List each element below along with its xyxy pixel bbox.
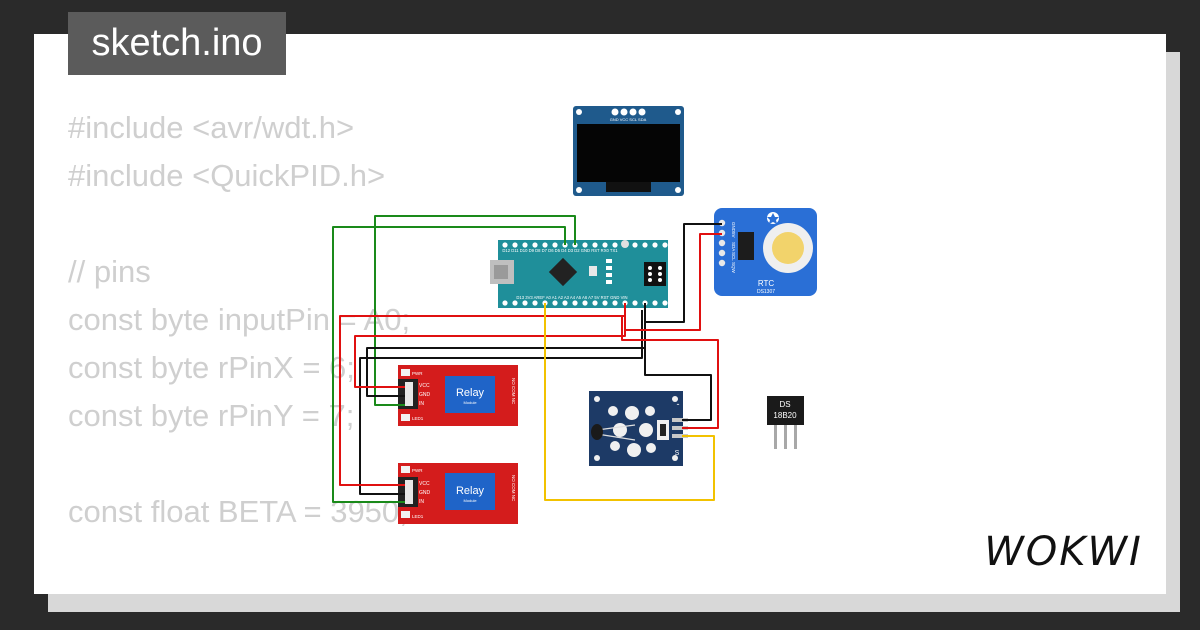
star-icon bbox=[767, 213, 779, 224]
relay2-pin-vcc: VCC bbox=[419, 481, 430, 487]
relay-module-1[interactable]: PWR LED1 VCC GND IN Relay Module NO COM … bbox=[398, 365, 518, 426]
wire-red-2 bbox=[354, 316, 626, 388]
wire-yellow bbox=[544, 303, 715, 501]
relay2-label: Relay bbox=[456, 485, 485, 497]
relay1-pin-in: IN bbox=[419, 401, 424, 407]
ds18b20-label-2: 18B20 bbox=[773, 411, 797, 420]
code-line: const byte rPinX = 6; bbox=[68, 350, 355, 385]
wires bbox=[332, 215, 722, 503]
relay1-sub-label: Module bbox=[463, 400, 477, 405]
rtc-chip bbox=[738, 232, 754, 260]
ntc-s-label: S bbox=[675, 450, 680, 457]
rtc-pin-gnd: GND bbox=[731, 222, 736, 233]
wire-green-2 bbox=[374, 215, 576, 406]
brand-name: WOKWI bbox=[984, 529, 1143, 575]
ntc-minus-label: - bbox=[677, 399, 680, 409]
code-line: #include <QuickPID.h> bbox=[68, 158, 386, 193]
relay1-terminals: NO COM NC bbox=[511, 378, 516, 405]
code-line: const byte inputPin = A0; bbox=[68, 302, 411, 337]
wire-black-4 bbox=[644, 348, 712, 421]
relay2-sub-label: Module bbox=[463, 498, 477, 503]
rtc-pin-sda: SDA bbox=[731, 242, 736, 251]
code-line: #include <avr/wdt.h> bbox=[68, 110, 355, 145]
wire-black-2 bbox=[366, 310, 646, 397]
mcu-chip bbox=[548, 257, 578, 287]
relay1-coil-box bbox=[445, 376, 495, 413]
code-preview: #include <avr/wdt.h> #include <QuickPID.h… bbox=[68, 104, 410, 594]
relay2-coil-box bbox=[445, 473, 495, 510]
rtc-pin-scl: SCL bbox=[731, 252, 736, 261]
rtc-module[interactable]: GND 5V SDA SCL SQW RTC DS1307 bbox=[714, 208, 817, 296]
relay2-pin-in: IN bbox=[419, 499, 424, 505]
rtc-label: RTC bbox=[758, 279, 775, 288]
nano-top-pin-labels: D12 D11 D10 D9 D8 D7 D6 D5 D4 D3 D2 GND … bbox=[502, 248, 618, 253]
wokwi-logo: WOKWI bbox=[976, 525, 1151, 579]
oled-pin-labels: GND VCC SCL SDA bbox=[610, 117, 647, 122]
relay1-pwr-label: PWR bbox=[412, 371, 423, 376]
relay-module-2[interactable]: PWR LED1 VCC GND IN Relay Module NO COM … bbox=[398, 463, 518, 524]
relay2-led-label: LED1 bbox=[412, 514, 424, 519]
nano-bottom-pin-labels: D13 3V3 AREF A0 A1 A2 A3 A4 A5 A6 A7 5V … bbox=[516, 295, 627, 300]
code-line: const float BETA = 3950; bbox=[68, 494, 408, 529]
rtc-pin-5v: 5V bbox=[731, 232, 736, 238]
arduino-nano[interactable]: D12 D11 D10 D9 D8 D7 D6 D5 D4 D3 D2 GND … bbox=[490, 240, 668, 308]
relay1-led-label: LED1 bbox=[412, 416, 424, 421]
wire-red-3 bbox=[621, 316, 719, 429]
relay2-pwr-label: PWR bbox=[412, 468, 423, 473]
rtc-chip-label: DS1307 bbox=[757, 289, 775, 295]
rtc-pin-sqw: SQW bbox=[731, 262, 736, 274]
ds18b20-label-1: DS bbox=[779, 400, 790, 409]
relay1-label: Relay bbox=[456, 387, 485, 399]
sketch-title-badge: sketch.ino bbox=[68, 12, 286, 75]
oled-screen bbox=[577, 124, 680, 182]
relay2-pin-gnd: GND bbox=[419, 490, 431, 496]
code-line: const byte rPinY = 7; bbox=[68, 398, 355, 433]
relay1-pin-gnd: GND bbox=[419, 392, 431, 398]
ntc-sensor[interactable]: - S bbox=[589, 391, 688, 466]
sketch-title: sketch.ino bbox=[91, 22, 263, 64]
wire-red-4 bbox=[339, 315, 625, 486]
code-line: // parameters bbox=[68, 584, 410, 594]
code-line: // pins bbox=[68, 254, 151, 289]
thermistor bbox=[591, 424, 603, 440]
relay2-terminals: NO COM NC bbox=[511, 475, 516, 502]
wire-green-1 bbox=[332, 226, 566, 503]
oled-display[interactable]: GND VCC SCL SDA bbox=[573, 106, 684, 196]
wire-black-3 bbox=[359, 310, 643, 495]
relay1-pin-vcc: VCC bbox=[419, 383, 430, 389]
ds18b20-sensor[interactable]: DS 18B20 bbox=[767, 396, 804, 449]
